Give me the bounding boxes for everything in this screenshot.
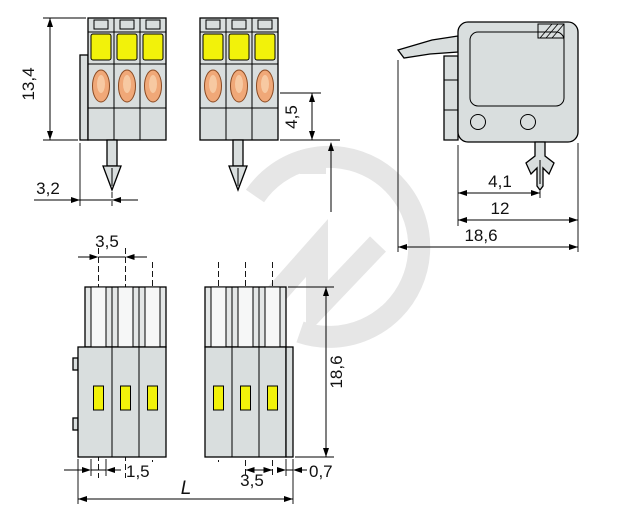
dim-label-bottom-total-depth: 18,6 <box>327 355 346 388</box>
dimension-bottom-pitch-top: 3,5 <box>78 232 147 260</box>
bottom-body-group-b <box>204 286 294 458</box>
dim-label-side-body-depth: 12 <box>491 199 510 218</box>
dimension-bottom-total-depth: 18,6 <box>288 286 346 458</box>
dimension-front-lower-depth: 4,5 <box>280 92 340 212</box>
dim-label-bottom-pitch: 3,5 <box>240 471 264 490</box>
dim-label-bottom-slot-width: 1,5 <box>126 462 150 481</box>
snap-in-foot <box>228 139 248 192</box>
dim-label-side-total-depth: 18,6 <box>464 226 497 245</box>
mounting-hole <box>470 114 486 130</box>
dimension-bottom-total-length: L <box>77 459 293 504</box>
dimension-side-foot-offset: 4,1 <box>457 145 541 226</box>
wire-entry-buttons <box>92 69 162 103</box>
dim-label-front-height: 13,4 <box>19 67 38 100</box>
mounting-hole <box>520 114 536 130</box>
side-view: 4,1 12 18,6 <box>396 21 579 252</box>
dim-label-bottom-pitch-top: 3,5 <box>95 232 119 251</box>
front-view: 13,4 3,2 4,5 <box>19 17 340 212</box>
wire-entry-buttons <box>204 69 274 103</box>
dim-label-front-lower-depth: 4,5 <box>282 105 301 129</box>
dimension-bottom-slot-width: 1,5 <box>64 459 150 481</box>
dim-label-side-foot-offset: 4,1 <box>488 172 512 191</box>
snap-in-foot <box>102 139 122 192</box>
dimension-side-total-depth: 18,6 <box>397 60 578 252</box>
bottom-body-group-a <box>72 286 167 458</box>
dim-label-bottom-total-length: L <box>181 478 192 499</box>
dim-label-bottom-wall: 0,7 <box>309 462 333 481</box>
dimension-bottom-pitch: 3,5 <box>240 467 273 490</box>
watermark-logo <box>245 145 431 348</box>
locking-latch <box>396 35 459 59</box>
dim-label-front-foot-offset: 3,2 <box>36 179 60 198</box>
dimension-bottom-wall: 0,7 <box>277 459 333 504</box>
side-body <box>443 21 579 143</box>
bottom-view: 3,5 18,6 1,5 3,5 <box>64 232 346 504</box>
operating-levers <box>202 33 276 61</box>
snap-in-foot-side <box>525 141 555 192</box>
dimension-front-height: 13,4 <box>19 17 86 141</box>
dimension-front-foot-offset: 3,2 <box>34 143 138 206</box>
operating-levers <box>90 33 164 61</box>
dimension-side-body-depth: 12 <box>458 143 579 252</box>
